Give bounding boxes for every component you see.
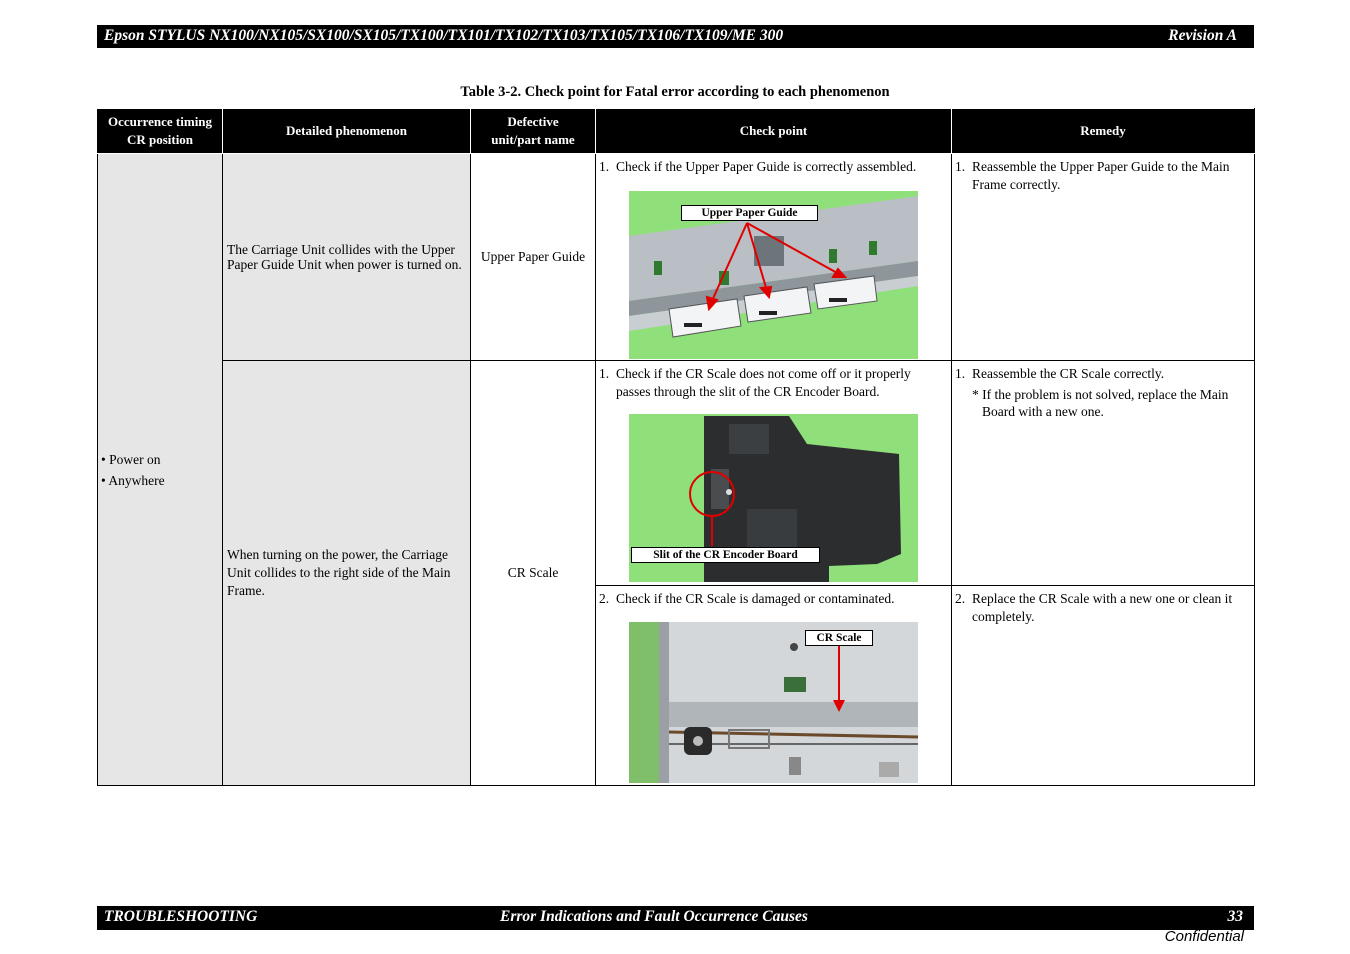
remedy-text: Reassemble the Upper Paper Guide to the … <box>972 159 1230 192</box>
header-text: unit/part name <box>491 132 575 147</box>
header-text: Occurrence timing <box>107 114 213 129</box>
check-item: 2. Check if the CR Scale is damaged or c… <box>596 586 951 608</box>
header-text: CR position <box>126 132 194 147</box>
column-header-timing: Occurrence timing CR position <box>97 108 223 154</box>
page-number: 33 <box>1227 908 1244 925</box>
item-number: 2. <box>599 591 610 606</box>
column-header-remedy: Remedy <box>951 108 1255 154</box>
part-cell: Upper Paper Guide <box>470 153 596 361</box>
check-text: Check if the CR Scale is damaged or cont… <box>616 591 895 606</box>
remedy-item: 2. Replace the CR Scale with a new one o… <box>952 586 1254 625</box>
check-text: Check if the Upper Paper Guide is correc… <box>616 159 917 174</box>
revision-label: Revision A <box>1168 27 1237 44</box>
photo-label: Upper Paper Guide <box>681 205 818 221</box>
table-row: When turning on the power, the Carriage … <box>98 360 1255 786</box>
item-number: 1. <box>599 159 610 174</box>
remedy-item: 1. Reassemble the CR Scale correctly. <box>952 361 1254 383</box>
cr-encoder-photo: Slit of the CR Encoder Board <box>629 414 918 582</box>
remedy-cell: 2. Replace the CR Scale with a new one o… <box>951 585 1255 786</box>
check-item: 1. Check if the Upper Paper Guide is cor… <box>596 154 951 176</box>
item-number: 1. <box>599 366 610 381</box>
footer-chapter: Error Indications and Fault Occurrence C… <box>500 908 808 925</box>
remedy-text: Reassemble the CR Scale correctly. <box>972 366 1165 381</box>
phenomenon-cell: The Carriage Unit collides with the Uppe… <box>222 153 471 361</box>
timing-cell: • Power on • Anywhere <box>97 153 223 786</box>
timing-item: • Power on <box>101 451 161 467</box>
column-header-defective: Defective unit/part name <box>470 108 596 154</box>
column-header-check-point: Check point <box>595 108 952 154</box>
footer-section: TROUBLESHOOTING <box>104 908 258 925</box>
cr-scale-photo: CR Scale <box>629 622 918 783</box>
confidential-label: Confidential <box>1164 928 1244 945</box>
remedy-cell: 1. Reassemble the Upper Paper Guide to t… <box>951 153 1255 361</box>
check-cell: 1. Check if the CR Scale does not come o… <box>595 360 952 586</box>
item-number: 1. <box>955 159 966 174</box>
remedy-text: Replace the CR Scale with a new one or c… <box>972 591 1233 624</box>
item-number: 2. <box>955 591 966 606</box>
photo-illustration <box>629 622 918 783</box>
check-cell: 1. Check if the Upper Paper Guide is cor… <box>595 153 952 361</box>
photo-label: CR Scale <box>805 630 873 646</box>
table-header-row: Occurrence timing CR position Detailed p… <box>97 108 1255 154</box>
part-cell: CR Scale <box>470 360 596 786</box>
table-caption: Table 3-2. Check point for Fatal error a… <box>460 84 890 100</box>
check-item: 1. Check if the CR Scale does not come o… <box>596 361 951 400</box>
footer-bar: TROUBLESHOOTING Error Indications and Fa… <box>97 906 1254 930</box>
document-title: Epson STYLUS NX100/NX105/SX100/SX105/TX1… <box>104 27 784 44</box>
check-point-table: Occurrence timing CR position Detailed p… <box>97 108 1255 786</box>
photo-illustration <box>689 416 901 582</box>
item-number: 1. <box>955 366 966 381</box>
column-header-phenomenon: Detailed phenomenon <box>222 108 471 154</box>
photo-label: Slit of the CR Encoder Board <box>631 547 820 563</box>
table-row: 2. Check if the CR Scale is damaged or c… <box>98 585 1255 786</box>
upper-paper-guide-photo: Upper Paper Guide <box>629 191 918 359</box>
check-text: Check if the CR Scale does not come off … <box>616 366 911 399</box>
timing-item: • Anywhere <box>101 472 165 488</box>
photo-illustration <box>629 196 918 338</box>
phenomenon-cell: When turning on the power, the Carriage … <box>222 360 471 786</box>
remedy-note: * If the problem is not solved, replace … <box>972 386 1229 420</box>
header-text: Defective <box>507 114 559 129</box>
table-row: • Power on • Anywhere The Carriage Unit … <box>97 153 1255 786</box>
remedy-item: 1. Reassemble the Upper Paper Guide to t… <box>952 154 1254 193</box>
remedy-cell: 1. Reassemble the CR Scale correctly. * … <box>951 360 1255 586</box>
header-bar: Epson STYLUS NX100/NX105/SX100/SX105/TX1… <box>97 25 1254 48</box>
check-cell: 2. Check if the CR Scale is damaged or c… <box>595 585 952 786</box>
